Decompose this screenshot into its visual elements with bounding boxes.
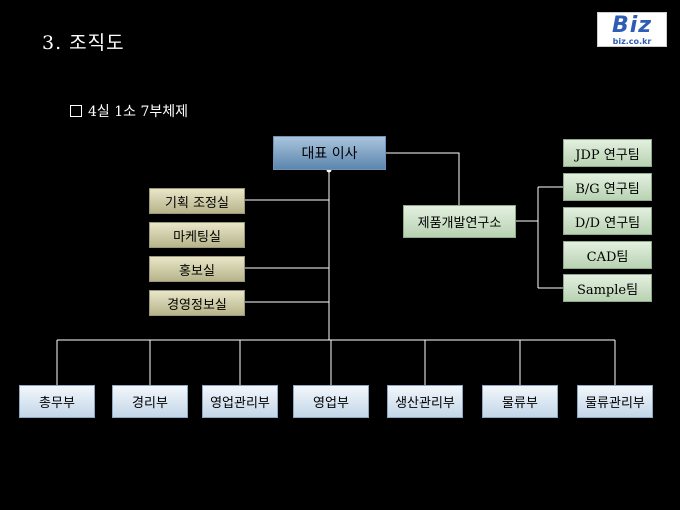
team-box-bg: B/G 연구팀 — [563, 173, 652, 201]
dept-box-production-management: 생산관리부 — [387, 385, 463, 418]
ceo-box: 대표 이사 — [273, 136, 386, 170]
staff-box-planning: 기획 조정실 — [149, 188, 245, 214]
staff-box-pr: 홍보실 — [149, 256, 245, 282]
staff-box-mis: 경영정보실 — [149, 290, 245, 316]
checkbox-icon — [70, 105, 82, 117]
staff-box-marketing: 마케팅실 — [149, 222, 245, 248]
team-box-cad: CAD팀 — [563, 241, 652, 269]
page-title: 3. 조직도 — [42, 32, 125, 54]
dept-box-logistics-management: 물류관리부 — [577, 385, 653, 418]
dept-box-sales: 영업부 — [293, 385, 369, 418]
biz-logo: Biz biz.co.kr — [597, 12, 667, 47]
team-box-dd: D/D 연구팀 — [563, 207, 652, 235]
logo-sub-text: biz.co.kr — [612, 37, 652, 46]
dept-box-sales-management: 영업관리부 — [202, 385, 278, 418]
team-box-sample: Sample팀 — [563, 274, 652, 302]
dept-box-general-affairs: 총무부 — [19, 385, 95, 418]
subtitle: 4실 1소 7부체제 — [70, 101, 188, 121]
subtitle-text: 4실 1소 7부체제 — [88, 104, 189, 120]
team-box-jdp: JDP 연구팀 — [563, 139, 652, 167]
dept-box-accounting: 경리부 — [112, 385, 188, 418]
lab-box: 제품개발연구소 — [403, 205, 516, 238]
logo-main-text: Biz — [611, 13, 653, 38]
dept-box-logistics: 물류부 — [482, 385, 558, 418]
